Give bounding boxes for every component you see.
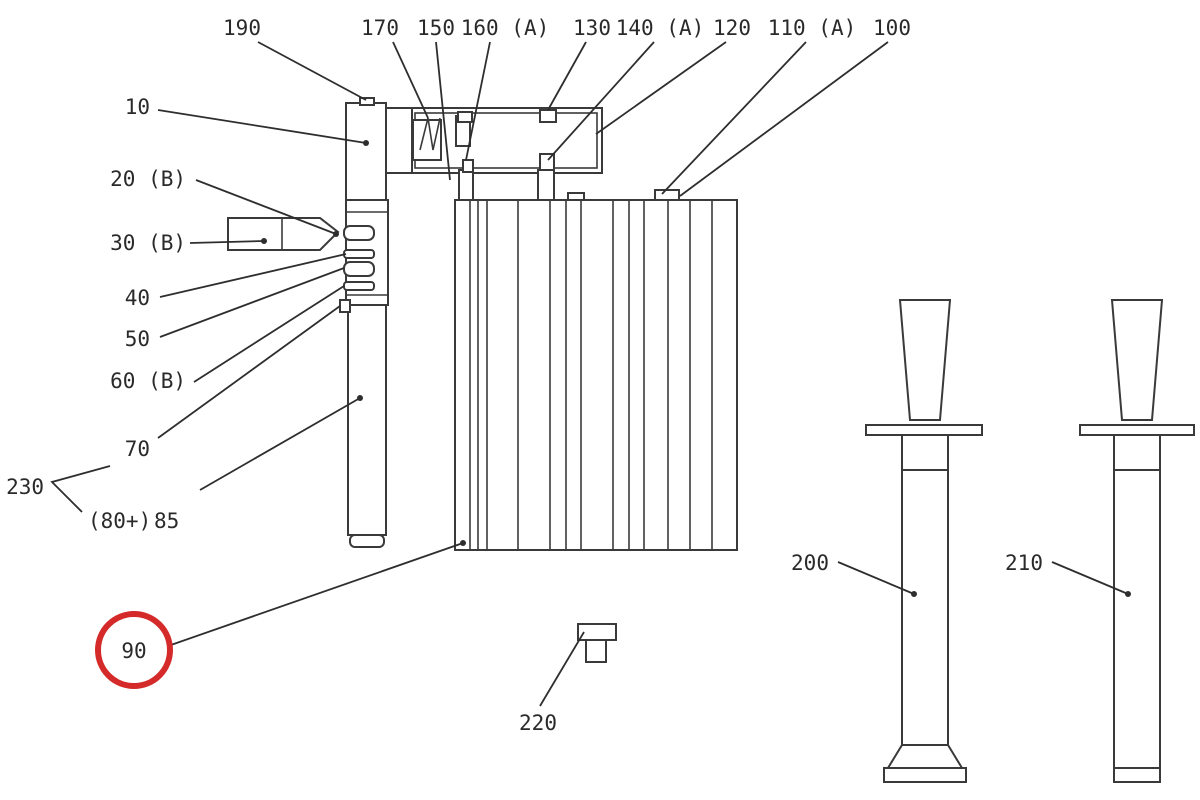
leader-40 bbox=[159, 253, 347, 298]
leader-50 bbox=[159, 267, 345, 338]
label-220: 220 bbox=[519, 711, 557, 735]
part-220 bbox=[577, 623, 617, 663]
label-70: 70 bbox=[125, 437, 150, 461]
tube-210-collar bbox=[1113, 434, 1161, 471]
column-tube bbox=[347, 304, 387, 536]
highlight-circle-90 bbox=[95, 611, 173, 689]
cap-100 bbox=[654, 189, 680, 201]
column-head bbox=[345, 102, 387, 201]
leader-170 bbox=[392, 41, 429, 119]
label-200: 200 bbox=[791, 551, 829, 575]
leader-30 bbox=[189, 240, 265, 244]
tube-200 bbox=[865, 299, 983, 783]
dot-90 bbox=[460, 540, 466, 546]
main-assembly bbox=[227, 97, 738, 551]
leader-20 bbox=[195, 179, 337, 235]
dot-10 bbox=[363, 140, 369, 146]
actuator-30 bbox=[227, 217, 340, 251]
dot-85 bbox=[357, 395, 363, 401]
label-40: 40 bbox=[125, 286, 150, 310]
leader-190 bbox=[257, 41, 367, 101]
frame-insert-left bbox=[412, 119, 442, 161]
tube-200-base bbox=[886, 744, 964, 769]
label-150: 150 bbox=[417, 16, 455, 40]
label-80: (80+) bbox=[88, 509, 151, 533]
leg-left-b bbox=[462, 159, 474, 173]
label-160: 160 (A) bbox=[461, 16, 550, 40]
label-140: 140 (A) bbox=[616, 16, 705, 40]
dot-200 bbox=[911, 591, 917, 597]
label-100: 100 bbox=[873, 16, 911, 40]
tube-210-flange bbox=[1079, 424, 1195, 436]
leader-100 bbox=[679, 41, 889, 197]
pin-50 bbox=[343, 261, 375, 277]
dot-30 bbox=[261, 238, 267, 244]
label-210: 210 bbox=[1005, 551, 1043, 575]
part-labels: 190 170 150 160 (A) 130 140 (A) 120 110 … bbox=[6, 16, 1043, 735]
label-190: 190 bbox=[223, 16, 261, 40]
label-20: 20 (B) bbox=[110, 167, 186, 191]
leader-lines bbox=[50, 41, 1131, 707]
tube-200-cone bbox=[898, 299, 952, 421]
label-85: 85 bbox=[154, 509, 179, 533]
leader-220 bbox=[539, 631, 585, 707]
pin-20 bbox=[343, 225, 375, 241]
leader-85 bbox=[199, 397, 361, 491]
ring-60 bbox=[343, 281, 375, 291]
leader-130 bbox=[547, 41, 587, 111]
column-neck bbox=[385, 107, 413, 174]
leader-10 bbox=[157, 109, 367, 144]
label-30: 30 (B) bbox=[110, 231, 186, 255]
ring-40 bbox=[343, 249, 375, 259]
leader-90 bbox=[167, 542, 464, 647]
leader-60 bbox=[193, 285, 345, 383]
label-10: 10 bbox=[125, 95, 150, 119]
tube-200-body bbox=[901, 469, 949, 746]
cap-130 bbox=[539, 109, 557, 123]
part-220-shank bbox=[585, 639, 607, 663]
label-120: 120 bbox=[713, 16, 751, 40]
dot-20 bbox=[333, 231, 339, 237]
leader-120 bbox=[595, 41, 727, 135]
label-90: 90 bbox=[121, 639, 146, 663]
tube-210-cone bbox=[1110, 299, 1164, 421]
leg-right bbox=[537, 169, 555, 201]
leader-210 bbox=[1051, 561, 1129, 595]
leader-150 bbox=[435, 41, 451, 181]
label-130: 130 bbox=[573, 16, 611, 40]
column-pin-70 bbox=[339, 299, 351, 313]
leg-left-a bbox=[458, 169, 474, 201]
panel-body bbox=[454, 199, 738, 551]
cap-190 bbox=[359, 97, 375, 106]
label-50: 50 bbox=[125, 327, 150, 351]
column-foot bbox=[349, 534, 385, 548]
leader-230 bbox=[50, 465, 111, 513]
tube-200-collar bbox=[901, 434, 949, 471]
leader-200 bbox=[837, 561, 915, 595]
tube-200-foot bbox=[883, 767, 967, 783]
label-170: 170 bbox=[361, 16, 399, 40]
label-110: 110 (A) bbox=[768, 16, 857, 40]
leader-70 bbox=[157, 305, 341, 439]
label-230: 230 bbox=[6, 475, 44, 499]
leader-110 bbox=[661, 41, 807, 195]
leader-140 bbox=[547, 41, 655, 161]
cap-160 bbox=[457, 111, 473, 123]
leader-160 bbox=[465, 41, 491, 161]
tube-210-body bbox=[1113, 469, 1161, 769]
tube-210-foot bbox=[1113, 767, 1161, 783]
dot-210 bbox=[1125, 591, 1131, 597]
frame-spring-170 bbox=[419, 117, 441, 151]
tube-200-flange bbox=[865, 424, 983, 436]
tube-210 bbox=[1079, 299, 1195, 783]
label-60: 60 (B) bbox=[110, 369, 186, 393]
